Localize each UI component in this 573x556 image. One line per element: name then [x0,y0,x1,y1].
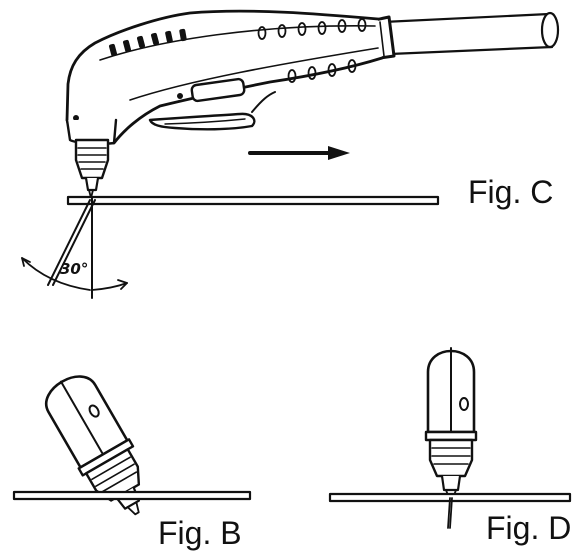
fig-b-workpiece [12,490,252,501]
fig-d-torch [424,347,478,499]
fig-c-angle-indicator [21,197,128,299]
fig-c-torch [65,9,560,199]
fig-c-workpiece [66,195,440,206]
fig-c-angle-label: 30° [60,260,88,278]
fig-d-label: Fig. D [486,510,572,546]
fig-d-arc [447,497,453,529]
fig-c-label: Fig. C [468,174,554,210]
fig-b-label: Fig. B [158,515,242,551]
fig-b-torch [45,375,141,516]
arrow-right-icon [248,146,350,160]
